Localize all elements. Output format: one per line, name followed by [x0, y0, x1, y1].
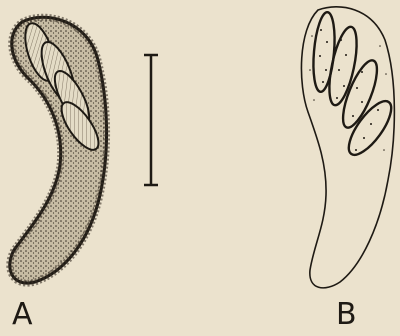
panel-a-specimen [10, 17, 107, 283]
scale-bar [144, 55, 158, 185]
panel-b-specimen [301, 7, 398, 288]
panel-b-label: B [336, 300, 357, 330]
panel-a-label: A [12, 300, 33, 330]
